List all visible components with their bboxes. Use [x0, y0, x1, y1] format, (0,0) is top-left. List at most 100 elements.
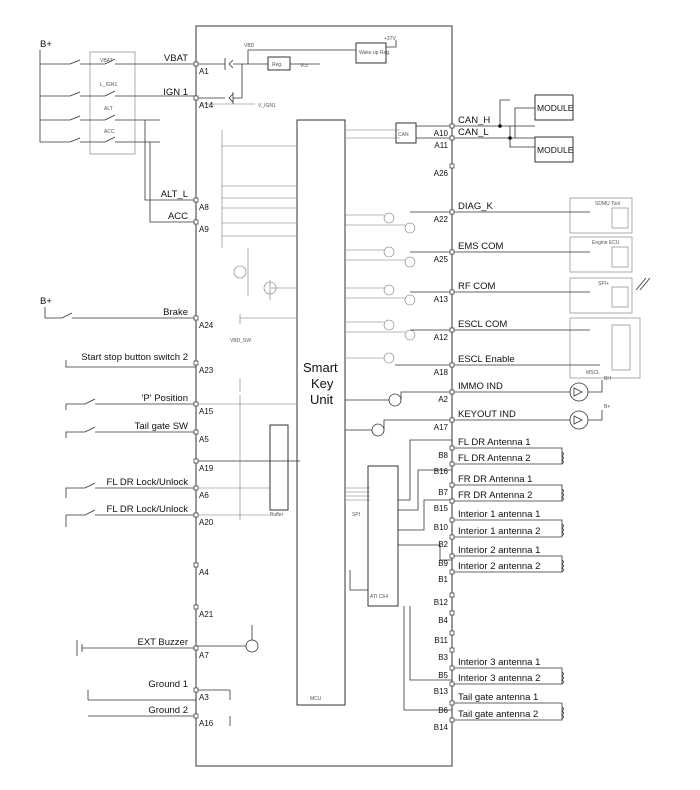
right-pin-marker: [449, 647, 455, 653]
ext-label-spi: SPI+: [598, 281, 609, 287]
left-pin-id: A3: [199, 693, 209, 702]
left-pin-marker: [193, 687, 199, 693]
regulator-box: [267, 56, 291, 71]
right-pin-marker: [449, 249, 455, 255]
vbd-sw-label: VBD_SW: [230, 338, 251, 344]
right-pin-id: A11: [434, 141, 448, 150]
right-pin-id: B8: [438, 451, 448, 460]
right-pin-marker: [449, 417, 455, 423]
unit-title-1: Smart: [303, 360, 338, 375]
buffer-block: [269, 424, 289, 511]
right-signal-label: ESCL Enable: [458, 354, 515, 365]
reg-label: Reg.: [272, 62, 283, 68]
right-pin-id: B7: [438, 488, 448, 497]
right-pin-id: A10: [434, 129, 449, 138]
right-pin-marker: [449, 700, 455, 706]
right-pin-id: B13: [434, 687, 449, 696]
right-signal-label: FR DR Antenna 1: [458, 474, 532, 485]
vbd-label: VBD: [244, 43, 255, 49]
right-pin-id: A22: [434, 215, 449, 224]
left-pin-marker: [193, 429, 199, 435]
right-pin-id: B1: [438, 575, 448, 584]
ext-box-engine-ecu: [569, 236, 633, 273]
right-pin-marker: [449, 461, 455, 467]
right-pin-id: A12: [434, 333, 449, 342]
right-pin-id: A13: [434, 295, 449, 304]
right-signal-label: Interior 3 antenna 2: [458, 673, 540, 684]
right-signal-label: Tail gate antenna 1: [458, 692, 538, 703]
ext-box-spi: [569, 277, 633, 314]
left-pin-id: A4: [199, 568, 209, 577]
right-pin-marker: [449, 665, 455, 671]
vcc-label: Vcc: [300, 63, 309, 69]
left-pin-marker: [193, 95, 199, 101]
right-pin-marker: [449, 389, 455, 395]
ext-box-mscl: [569, 317, 641, 379]
mcu-label: MCU: [310, 696, 322, 702]
unit-title-2: Key: [311, 376, 334, 391]
left-signal-label: EXT Buzzer: [137, 637, 188, 648]
ext-label-sdmu: SDMU Tool: [595, 201, 620, 207]
left-pin-id: A15: [199, 407, 214, 416]
left-pin-marker: [193, 401, 199, 407]
right-pin-id: B9: [438, 559, 448, 568]
b-plus-label-1: B+: [40, 39, 52, 50]
wakeup-label: Wake up Reg.: [359, 50, 391, 56]
right-pin-id: B3: [438, 653, 448, 662]
right-pin-marker: [449, 569, 455, 575]
static-circuitry: [39, 25, 651, 767]
ati-label: ATI C64: [370, 594, 388, 600]
left-signal-label: ACC: [168, 211, 188, 222]
right-pin-marker: [449, 445, 455, 451]
spi-label: SPI: [352, 512, 360, 518]
right-pin-marker: [449, 717, 455, 723]
left-pin-id: A20: [199, 518, 214, 527]
ext-box-sdmu: [569, 197, 633, 234]
right-signal-label: Interior 1 antenna 2: [458, 526, 540, 537]
right-pin-marker: [449, 135, 455, 141]
left-signal-label: Ground 1: [148, 679, 188, 690]
right-pin-marker: [449, 482, 455, 488]
right-pin-id: A25: [434, 255, 449, 264]
can-module-1: [534, 94, 574, 121]
right-pin-id: A18: [434, 368, 449, 377]
left-pin-id: A5: [199, 435, 209, 444]
can-label: CAN: [398, 132, 409, 138]
left-pin-marker: [193, 645, 199, 651]
wakeup-regulator-box: [355, 42, 387, 64]
switch-label-alt: ALT: [104, 106, 113, 112]
right-pin-marker: [449, 289, 455, 295]
right-pin-id: B12: [434, 598, 449, 607]
right-pin-id: B6: [438, 706, 448, 715]
right-signal-label: Interior 2 antenna 2: [458, 561, 540, 572]
right-pin-id: B15: [434, 504, 449, 513]
left-pin-marker: [193, 61, 199, 67]
left-pin-marker: [193, 485, 199, 491]
right-pin-marker: [449, 498, 455, 504]
left-signal-label: ALT_L: [161, 189, 188, 200]
mcu-block: [296, 119, 346, 706]
right-pin-id: B16: [434, 467, 449, 476]
left-signal-label: Brake: [163, 307, 188, 318]
right-signal-label: KEYOUT IND: [458, 409, 516, 420]
left-signal-label: Tail gate SW: [135, 421, 188, 432]
ext-label-mscl: MSCL: [586, 370, 600, 376]
right-pin-id: B10: [434, 523, 449, 532]
right-pin-marker: [449, 123, 455, 129]
right-signal-label: ESCL COM: [458, 319, 507, 330]
right-pin-marker: [449, 327, 455, 333]
left-signal-label: 'P' Position: [142, 393, 188, 404]
ext-label-engine: Engine ECU: [592, 240, 620, 246]
right-pin-marker: [449, 592, 455, 598]
b-plus-label-2: B+: [40, 296, 52, 307]
module-label-2: MODULE: [537, 145, 574, 155]
right-pin-id: A2: [438, 395, 448, 404]
left-pin-id: A8: [199, 203, 209, 212]
right-pin-id: A17: [434, 423, 449, 432]
right-pin-id: B14: [434, 723, 449, 732]
bh-label: BH: [604, 376, 611, 382]
right-pin-marker: [449, 681, 455, 687]
right-signal-label: Interior 1 antenna 1: [458, 509, 540, 520]
left-pin-id: A9: [199, 225, 209, 234]
